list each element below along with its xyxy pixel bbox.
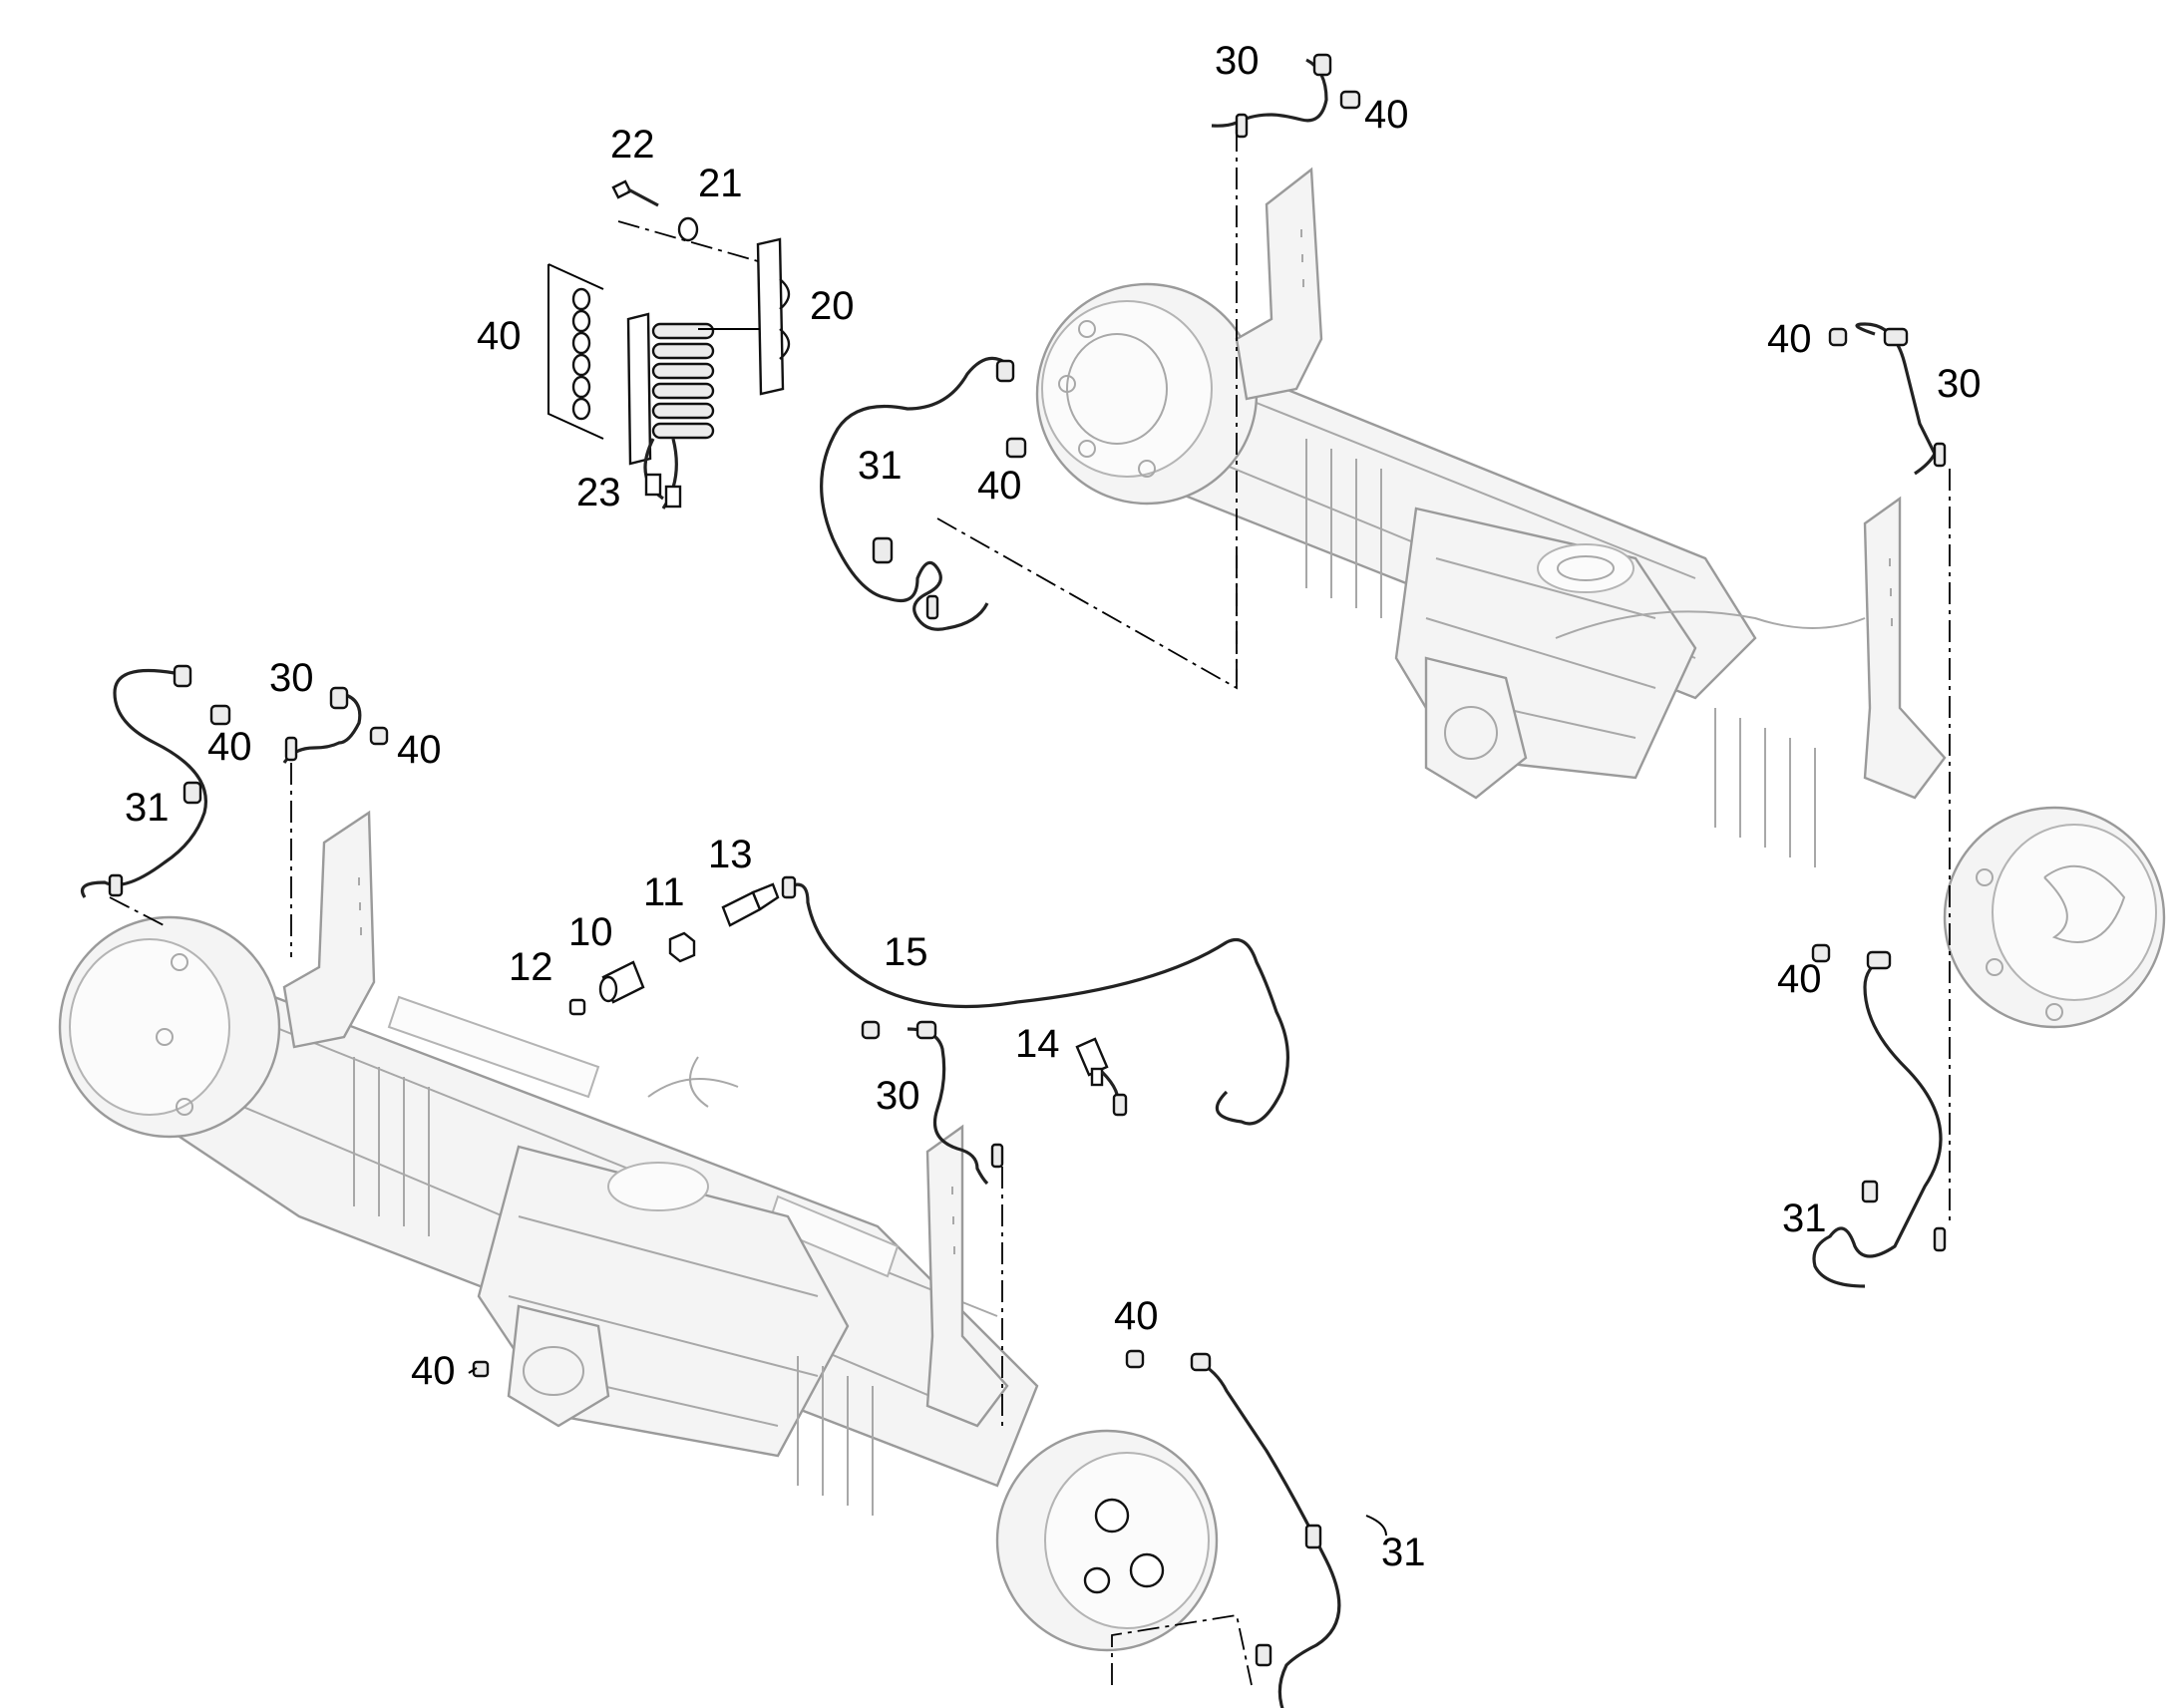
callout-13: 13 [708,833,753,876]
callout-30-top: 30 [1215,39,1260,83]
leader-lines [468,328,1387,1537]
adapter-10 [598,960,645,1004]
callout-31-left: 31 [125,786,170,830]
bracket-20 [756,237,791,396]
callout-30-right: 30 [1937,362,1982,406]
callout-40-left-bottom: 40 [411,1349,456,1393]
callout-21: 21 [698,162,743,205]
callout-11: 11 [643,870,685,914]
callout-30-middle: 30 [876,1074,920,1118]
callout-10: 10 [568,910,613,954]
cables [80,58,1943,1708]
callout-30-left: 30 [269,656,314,700]
callout-40-right-bottom: 40 [1777,957,1822,1001]
callout-22: 22 [610,123,655,167]
assembly-guide-lines [109,130,1951,1686]
callout-40-column: 40 [477,314,522,358]
caps-column-40 [547,263,604,440]
lower-axle-assembly [58,810,1219,1652]
callout-40-left-b: 40 [397,728,442,772]
callout-31-lower: 31 [1381,1531,1426,1574]
callout-23: 23 [576,471,621,514]
fitting-12 [568,998,586,1016]
callout-40-upper: 40 [977,464,1022,508]
bolt-22 [611,179,659,207]
callout-31-upper: 31 [858,444,903,488]
callout-20: 20 [810,284,855,328]
callout-40-top: 40 [1364,93,1409,137]
cable-connectors [108,53,1947,1667]
connector-block-23 [626,312,715,510]
caps-40 [209,90,1848,1378]
callout-40-lower: 40 [1114,1294,1159,1338]
sensor-13 [721,882,780,927]
callout-40-right-top: 40 [1767,317,1812,361]
washer-21 [677,216,699,242]
callout-15: 15 [884,930,928,974]
callout-labels: 30 40 22 21 20 40 23 31 40 40 30 30 40 4… [125,39,1982,1574]
callout-14: 14 [1015,1022,1060,1066]
callout-31-right: 31 [1782,1196,1827,1240]
nut-11 [668,931,696,963]
switch-14 [1075,1037,1109,1087]
callout-12: 12 [509,945,553,989]
upper-axle-assembly [1035,167,2166,1029]
callout-40-left-a: 40 [207,725,252,769]
